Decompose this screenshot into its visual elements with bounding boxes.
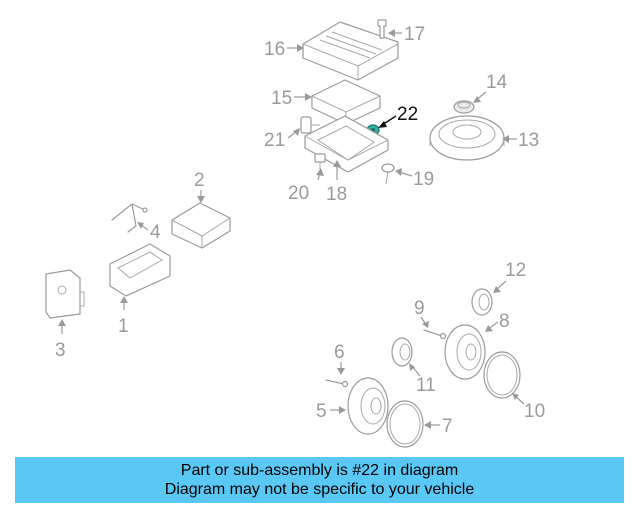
banner-line-1: Part or sub-assembly is #22 in diagram bbox=[180, 462, 459, 479]
callout-10-label: 10 bbox=[524, 401, 545, 422]
callout-11: 11 bbox=[409, 363, 436, 396]
part-16-cover[interactable] bbox=[302, 21, 399, 81]
callout-11-label: 11 bbox=[416, 375, 436, 396]
callout-18: 18 bbox=[326, 160, 347, 205]
callout-19-label: 19 bbox=[413, 169, 434, 190]
callout-14: 14 bbox=[473, 72, 508, 103]
callout-7: 7 bbox=[424, 416, 453, 437]
parts-diagram: 16 17 15 22 18 bbox=[45, 19, 545, 448]
callout-3: 3 bbox=[55, 319, 66, 361]
part-14-cap[interactable] bbox=[453, 100, 475, 114]
callout-2-label: 2 bbox=[194, 170, 205, 191]
callout-8-label: 8 bbox=[499, 311, 510, 332]
callout-16: 16 bbox=[264, 39, 304, 60]
callout-20: 20 bbox=[288, 168, 324, 204]
callout-4: 4 bbox=[137, 222, 161, 243]
callout-17: 17 bbox=[388, 24, 425, 45]
part-7-ring[interactable] bbox=[386, 400, 424, 448]
callout-18-label: 18 bbox=[326, 184, 347, 205]
callout-15: 15 bbox=[271, 88, 312, 109]
callout-13-label: 13 bbox=[518, 130, 539, 151]
callout-5: 5 bbox=[316, 401, 346, 422]
part-6-stud[interactable] bbox=[325, 379, 349, 388]
part-9-pin[interactable] bbox=[423, 329, 447, 340]
part-21-bolt[interactable] bbox=[300, 116, 320, 134]
callout-3-label: 3 bbox=[55, 340, 66, 361]
part-2-ecu[interactable] bbox=[171, 202, 231, 249]
callout-19: 19 bbox=[395, 168, 434, 190]
callout-1: 1 bbox=[118, 296, 129, 337]
callout-6-label: 6 bbox=[334, 342, 345, 363]
callout-17-label: 17 bbox=[404, 24, 425, 45]
callout-8: 8 bbox=[485, 311, 510, 332]
callout-2: 2 bbox=[194, 170, 205, 203]
callout-9: 9 bbox=[414, 298, 429, 328]
banner-line-2: Diagram may not be specific to your vehi… bbox=[164, 481, 475, 498]
callout-14-label: 14 bbox=[486, 72, 508, 93]
callout-20-label: 20 bbox=[288, 183, 309, 204]
callout-5-label: 5 bbox=[316, 401, 327, 422]
part-4-cable[interactable] bbox=[111, 203, 148, 233]
callout-4-label: 4 bbox=[150, 222, 161, 243]
callout-22-label: 22 bbox=[397, 104, 418, 125]
callout-13: 13 bbox=[502, 130, 539, 151]
callout-7-label: 7 bbox=[442, 416, 453, 437]
part-17-clip[interactable] bbox=[377, 19, 387, 39]
part-11-speaker[interactable] bbox=[391, 337, 413, 367]
callout-16-label: 16 bbox=[264, 39, 285, 60]
part-5-woofer[interactable] bbox=[347, 377, 389, 435]
part-20-bolt[interactable] bbox=[314, 153, 326, 170]
callout-12-label: 12 bbox=[505, 260, 526, 281]
part-1-display[interactable] bbox=[109, 243, 171, 297]
part-3-mount[interactable] bbox=[45, 269, 85, 319]
callout-15-label: 15 bbox=[271, 88, 292, 109]
callout-12: 12 bbox=[493, 260, 526, 293]
part-12-tweeter[interactable] bbox=[471, 288, 493, 316]
callout-21: 21 bbox=[264, 128, 300, 151]
callout-1-label: 1 bbox=[118, 316, 129, 337]
part-19-screw[interactable] bbox=[381, 163, 395, 185]
part-13-speaker[interactable] bbox=[429, 115, 505, 161]
callout-21-label: 21 bbox=[264, 130, 285, 151]
callout-6: 6 bbox=[334, 342, 345, 375]
callout-9-label: 9 bbox=[414, 298, 425, 319]
part-8-speaker[interactable] bbox=[444, 324, 486, 380]
part-10-gasket[interactable] bbox=[483, 351, 521, 399]
info-banner: Part or sub-assembly is #22 in diagram D… bbox=[15, 457, 624, 503]
callout-22: 22 bbox=[378, 104, 418, 128]
part-18-bracket[interactable] bbox=[304, 115, 389, 173]
callout-10: 10 bbox=[512, 393, 545, 422]
